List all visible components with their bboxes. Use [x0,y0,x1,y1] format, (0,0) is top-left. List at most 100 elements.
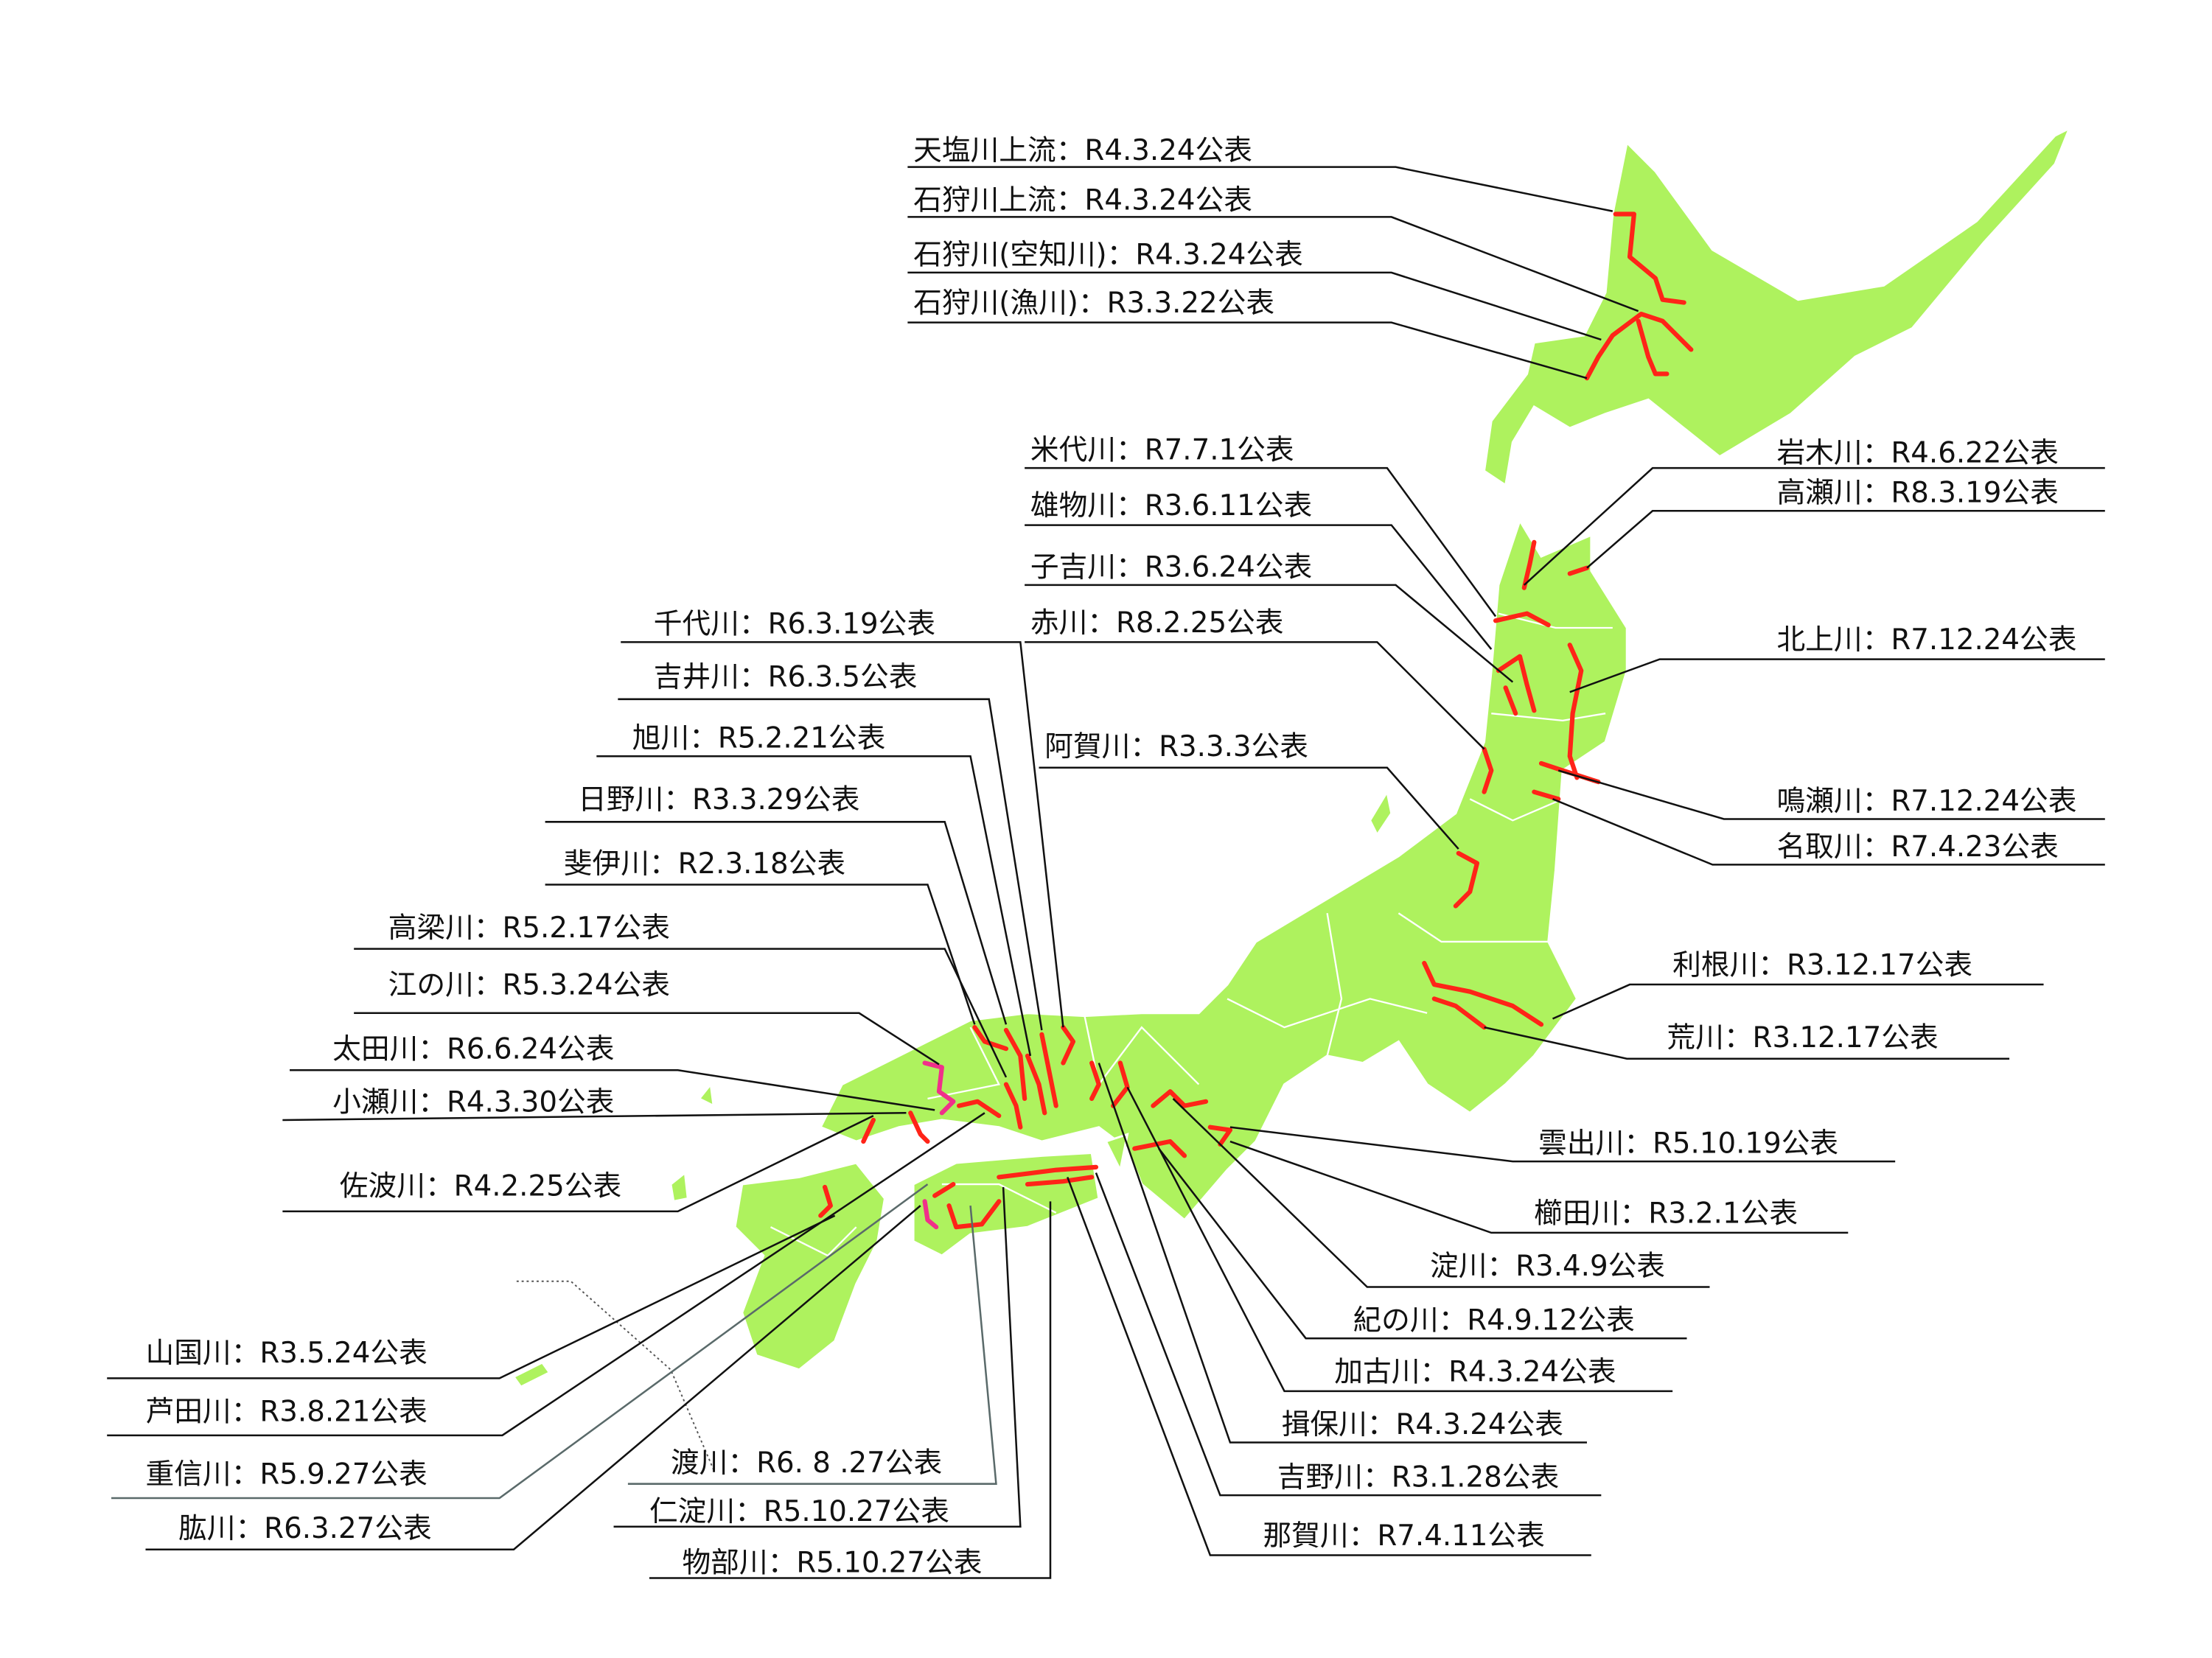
river-hii [972,1025,1009,1052]
leader-asahi [596,755,1032,1057]
river-natori [1532,789,1561,802]
rivers [818,211,1694,1230]
label-yoshino: 吉野川：R3.1.28公表 [1277,1461,1559,1494]
leader-kumozu [1229,1126,1896,1163]
leader-watari [627,1206,997,1485]
label-naruse: 鳴瀬川：R7.12.24公表 [1776,785,2076,818]
river-yamakuni [818,1184,833,1218]
river-labels: 天塩川上流：R4.3.24公表 石狩川上流：R4.3.24公表 石狩川(空知川)… [145,134,2076,1580]
river-naka [1025,1175,1095,1187]
leader-yodo [1172,1098,1710,1288]
leader-tone [1552,983,2044,1020]
river-niyodo [979,1199,1002,1227]
river-yoshino [997,1164,1099,1180]
leader-yoshii [618,698,1043,1031]
label-takase: 高瀬川：R8.3.19公表 [1776,477,2058,510]
leader-yoshino [1095,1172,1602,1497]
leader-saba [282,1115,874,1213]
kyushu [733,1161,886,1371]
leader-kitakami [1569,658,2105,693]
shikoku [912,1151,1100,1257]
leader-takahashi [354,948,1008,1078]
inset-boundary [516,1280,714,1470]
leader-oze [282,1112,907,1122]
river-ishikari [1584,311,1694,381]
leader-yamakuni [107,1214,836,1379]
japan-landmass [512,126,2072,1388]
leader-ibo [1098,1063,1587,1444]
river-ara [1431,996,1487,1030]
label-shigenobu: 重信川：R5.9.27公表 [145,1458,427,1491]
river-teshio [1613,211,1686,305]
label-ishikari-izari: 石狩川(漁川)：R3.3.22公表 [913,287,1274,320]
label-natori: 名取川：R7.4.23公表 [1776,830,2058,864]
label-aga: 阿賀川：R3.3.3公表 [1044,730,1308,763]
leader-aka [1025,641,1485,750]
prefecture-border [1469,798,1563,822]
river-yodo [1151,1089,1209,1108]
leader-ota [290,1068,935,1111]
label-asahi: 旭川：R5.2.21公表 [632,722,886,755]
label-hiji: 肱川：R6.3.27公表 [178,1512,432,1545]
river-saba [861,1117,876,1144]
label-kako: 加古川：R4.3.24公表 [1334,1355,1616,1388]
label-monobe: 物部川：R5.10.27公表 [682,1547,982,1580]
leader-hiji [145,1205,921,1551]
leader-niyodo [613,1186,1022,1528]
label-saba: 佐波川：R4.2.25公表 [340,1170,621,1203]
river-oze [908,1110,930,1144]
river-watari [922,1199,939,1230]
hokkaido [1483,126,2072,487]
leader-teshio [907,166,1613,212]
river-kitakami [1567,643,1584,780]
river-kino [1132,1138,1187,1158]
prefecture-border [1326,913,1343,1057]
river-shigenobu [932,1181,956,1198]
leader-ara [1484,1026,2010,1060]
river-takahashi [1003,1082,1023,1130]
leader-lines [107,166,2105,1579]
river-iwaki [1521,539,1537,590]
prefecture-border [927,1026,1001,1100]
sado-island [1369,788,1393,837]
leader-kako [1126,1086,1673,1393]
label-iwaki: 岩木川：R4.6.22公表 [1776,436,2058,469]
leader-naruse [1557,769,2105,820]
awaji-island [1104,1133,1129,1174]
river-yoneshiro [1493,611,1551,628]
leader-naka [1067,1176,1591,1556]
label-omono: 雄物川：R3.6.11公表 [1030,489,1312,522]
river-aga [1453,850,1479,909]
label-ota: 太田川：R6.6.24公表 [332,1033,614,1066]
label-kushida: 櫛田川：R3.2.1公表 [1534,1197,1798,1230]
river-takase [1567,565,1590,576]
leader-iwaki [1523,466,2105,586]
label-ishikari-sorachi: 石狩川(空知川)：R4.3.24公表 [913,238,1303,271]
river-gono [922,1060,956,1116]
leader-yoneshiro [1025,466,1497,618]
label-yamakuni: 山国川：R3.5.24公表 [145,1337,427,1370]
river-hiji [946,1203,985,1230]
label-watari: 渡川：R6. 8 .27公表 [671,1447,942,1480]
label-kino: 紀の川：R4.9.12公表 [1353,1304,1634,1337]
river-tone [1422,960,1544,1027]
label-kumozu: 雲出川：R5.10.19公表 [1538,1127,1838,1161]
prefecture-border [1227,998,1428,1029]
label-koyoshi: 子吉川：R3.6.24公表 [1030,550,1312,584]
leader-ishikari-sorachi [907,271,1602,341]
prefecture-border [1398,912,1549,943]
leader-natori [1552,798,2105,866]
river-ashida [1089,1060,1101,1102]
leader-ishikari-upper [907,216,1639,312]
prefecture-border [1084,1015,1200,1087]
leader-hii [545,884,976,1025]
prefecture-border [1498,612,1613,629]
leader-hino [545,821,1008,1025]
leader-koyoshi [1025,584,1514,683]
label-gono: 江の川：R5.3.24公表 [388,969,670,1002]
leader-sendai [621,641,1064,1028]
label-yoneshiro: 米代川：R7.7.1公表 [1030,434,1294,467]
label-tone: 利根川：R3.12.17公表 [1672,948,1972,982]
prefecture-border [1491,713,1606,722]
island [669,1170,689,1203]
